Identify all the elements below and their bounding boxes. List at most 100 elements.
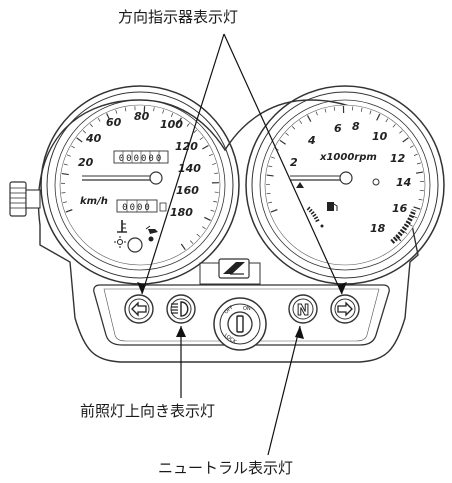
- dial-tick: [180, 243, 186, 251]
- dial-tick: [89, 123, 93, 128]
- trip-reset-knob: [159, 202, 167, 212]
- speed-num-20: 20: [78, 156, 94, 169]
- dial-tick: [409, 145, 414, 148]
- dial-tick: [408, 223, 413, 227]
- dial-tick: [369, 110, 372, 115]
- tach-num-10: 10: [372, 130, 388, 143]
- dial-tick: [97, 117, 101, 122]
- speedometer-ticks: [61, 106, 219, 251]
- ignition-off-label: OFF: [223, 305, 234, 316]
- dial-tick: [199, 137, 204, 141]
- headlight-icon: [180, 301, 189, 317]
- tach-num-12: 12: [390, 152, 406, 165]
- dial-tick: [324, 108, 327, 113]
- left-turn-indicator: [124, 294, 154, 324]
- tachometer-numbers: 2 4 6 8 10 12 14 16 18: [290, 120, 411, 235]
- dial-tick: [202, 226, 206, 230]
- dial-tick: [413, 153, 418, 156]
- dial-tick: [268, 201, 273, 204]
- dial-tick: [106, 113, 111, 120]
- dial-tick: [212, 163, 217, 165]
- dial-tick: [291, 126, 296, 130]
- dial-tick: [202, 144, 209, 150]
- dial-tick: [82, 130, 87, 134]
- speed-needle: [82, 171, 163, 185]
- speed-num-140: 140: [178, 162, 201, 175]
- speed-num-80: 80: [134, 110, 150, 123]
- dial-tick: [268, 165, 273, 168]
- dial-tick: [415, 171, 424, 174]
- tach-warning-mark: [296, 182, 304, 188]
- dial-tick: [360, 107, 363, 112]
- dial-tick: [214, 172, 219, 174]
- trip-knob: [9, 181, 41, 217]
- turn-signal-indicator-label: 方向指示器表示灯: [118, 8, 239, 26]
- dial-tick: [61, 172, 69, 176]
- dial-tick: [270, 209, 278, 213]
- tripmeter: 0000: [116, 199, 158, 213]
- honda-wing-logo-icon: [218, 258, 250, 279]
- dial-tick: [190, 240, 194, 244]
- neutral-letter: N: [297, 301, 310, 319]
- leader-line-right-turn: [223, 33, 343, 295]
- oil-pressure-icon: [145, 225, 158, 234]
- dial-tick: [315, 111, 318, 116]
- neutral-indicator-label: ニュートラル表示灯: [158, 459, 294, 477]
- odometer-digits: 000000: [119, 154, 164, 164]
- dial-tick: [385, 118, 389, 123]
- speed-unit: km/h: [80, 196, 108, 207]
- dial-tick: [115, 109, 118, 114]
- dial-tick: [63, 163, 68, 166]
- arrowhead-high-beam: [176, 326, 186, 337]
- speedometer: [40, 85, 240, 285]
- fuel-pump-icon: [327, 202, 338, 211]
- high-beam-indicator-label: 前照灯上向き表示灯: [80, 402, 216, 420]
- dial-tick: [204, 216, 211, 221]
- dial-tick: [124, 107, 127, 112]
- dial-tick: [177, 117, 182, 125]
- dial-tick: [76, 137, 83, 143]
- leader-line-neutral: [267, 325, 301, 456]
- dial-tick: [65, 209, 73, 213]
- key-slot: [227, 311, 253, 337]
- speedo-lamp-lens: [127, 237, 143, 253]
- dial-tick: [279, 139, 286, 145]
- arrowhead-left-turn: [137, 282, 146, 294]
- right-turn-indicator: [330, 294, 360, 324]
- callout-leader-lines: [141, 33, 343, 456]
- tach-num-8: 8: [352, 120, 360, 133]
- arrowhead-neutral: [295, 326, 304, 339]
- tach-num-2: 2: [290, 156, 298, 169]
- indicator-panel-inner: [103, 288, 380, 342]
- dial-tick: [213, 200, 218, 203]
- speed-num-160: 160: [176, 184, 199, 197]
- speed-num-60: 60: [106, 116, 122, 129]
- speedo-dot-indicator: [148, 236, 154, 242]
- fuel-gauge: [306, 206, 324, 228]
- speed-num-100: 100: [160, 118, 183, 131]
- dial-tick: [416, 162, 421, 165]
- dial-tick: [418, 198, 423, 201]
- dial-tick: [66, 154, 71, 157]
- dial-tick: [162, 109, 165, 114]
- temperature-warning-icon: [117, 220, 127, 233]
- speed-num-180: 180: [170, 206, 193, 219]
- tach-num-6: 6: [334, 122, 342, 135]
- dial-tick: [333, 106, 336, 111]
- ignition-switch: ON OFF LOCK: [213, 297, 267, 351]
- dial-tick: [399, 130, 403, 134]
- speed-num-120: 120: [175, 140, 198, 153]
- tach-num-14: 14: [396, 176, 411, 189]
- tach-needle: [290, 171, 353, 185]
- ignition-on-label: ON: [243, 306, 251, 312]
- dial-tick: [193, 129, 197, 133]
- sun-indicator-icon: [114, 236, 126, 248]
- indicator-panel: [93, 284, 390, 346]
- dial-tick: [210, 209, 215, 212]
- cluster-housing: [37, 99, 419, 363]
- tach-num-4: 4: [307, 134, 316, 147]
- dial-tick: [153, 107, 155, 112]
- tachometer: [245, 85, 445, 285]
- tripmeter-digits: 0000: [122, 203, 152, 213]
- dial-tick: [71, 145, 75, 149]
